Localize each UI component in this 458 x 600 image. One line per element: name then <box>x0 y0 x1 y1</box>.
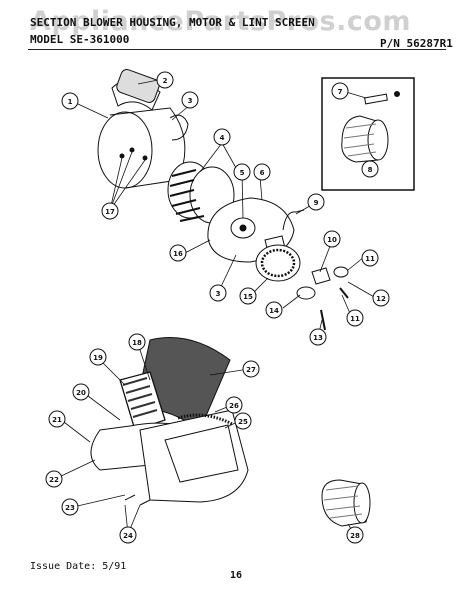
callout-label: 17 <box>105 208 115 216</box>
leader-lines <box>56 79 377 535</box>
callout: 6 <box>253 163 271 181</box>
callout: 26 <box>225 396 243 414</box>
part-number: P/N 56287R1 <box>380 37 453 50</box>
callout-label: 19 <box>93 354 103 362</box>
callout-label: 24 <box>123 532 133 540</box>
callout-label: 22 <box>49 476 59 484</box>
callout-label: 23 <box>65 504 75 512</box>
callout-label: 10 <box>327 236 337 244</box>
callout-label: 4 <box>220 134 225 142</box>
callout-label: 27 <box>246 366 256 374</box>
issue-date: Issue Date: 5/91 <box>30 561 127 572</box>
watermark: AppliancePartsPros.com <box>30 6 412 37</box>
filter-drawing <box>321 479 371 527</box>
header-rule <box>28 49 446 50</box>
callout: 11 <box>346 309 364 327</box>
callout: 9 <box>307 193 325 211</box>
callout: 11 <box>361 249 379 267</box>
section-title: SECTION BLOWER HOUSING, MOTOR & LINT SCR… <box>30 16 315 29</box>
callout-label: 3 <box>216 290 221 298</box>
callout-label: 7 <box>338 88 343 96</box>
callout-label: 11 <box>350 315 360 323</box>
callout-label: 14 <box>269 307 279 315</box>
page-number: 16 <box>230 570 243 581</box>
callout-label: 12 <box>376 295 386 303</box>
callout-label: 13 <box>313 334 323 342</box>
lint-screen-drawing <box>90 337 249 506</box>
callout-label: 9 <box>314 199 319 207</box>
callout: 1 <box>61 92 79 110</box>
callout: 27 <box>242 360 260 378</box>
callout-label: 6 <box>260 169 265 177</box>
model-number: MODEL SE-361000 <box>30 33 130 46</box>
callout: 5 <box>233 163 251 181</box>
callout: 22 <box>45 470 63 488</box>
callout: 18 <box>128 333 146 351</box>
callout-label: 8 <box>368 166 373 174</box>
callout: 21 <box>48 410 66 428</box>
lint-duct-ring-drawing <box>255 244 301 282</box>
callout-label: 21 <box>52 416 62 424</box>
callout: 4 <box>213 128 231 146</box>
callout-label: 1 <box>68 98 73 106</box>
callout: 17 <box>101 202 119 220</box>
callout-label: 11 <box>365 255 375 263</box>
callout: 12 <box>372 289 390 307</box>
callouts: 1 2 3 4 5 6 7 8 9 10 11 12 13 14 15 16 1… <box>45 71 390 544</box>
callout: 28 <box>346 526 364 544</box>
callout: 13 <box>309 328 327 346</box>
callout: 10 <box>323 230 341 248</box>
callout: 16 <box>169 244 187 262</box>
callout-label: 15 <box>243 293 253 301</box>
callout-label: 26 <box>229 402 239 410</box>
callout: 15 <box>239 287 257 305</box>
callout: 2 <box>156 71 174 89</box>
callout-label: 3 <box>188 97 193 105</box>
callout: 23 <box>61 498 79 516</box>
callout: 20 <box>72 383 90 401</box>
callout-label: 28 <box>350 532 360 540</box>
callout-label: 5 <box>240 169 245 177</box>
callout: 14 <box>265 301 283 319</box>
callout: 7 <box>331 82 349 100</box>
callout: 3 <box>181 91 199 109</box>
callout: 25 <box>234 412 252 430</box>
callout-label: 20 <box>76 389 86 397</box>
callout: 19 <box>89 348 107 366</box>
callout-label: 18 <box>132 339 142 347</box>
thermostat-parts-drawing <box>282 209 349 331</box>
callout: 3 <box>209 284 227 302</box>
callout: 24 <box>119 526 137 544</box>
callout-label: 25 <box>238 418 248 426</box>
callout-label: 2 <box>163 77 168 85</box>
callout-label: 16 <box>173 250 183 258</box>
callout: 8 <box>361 160 379 178</box>
